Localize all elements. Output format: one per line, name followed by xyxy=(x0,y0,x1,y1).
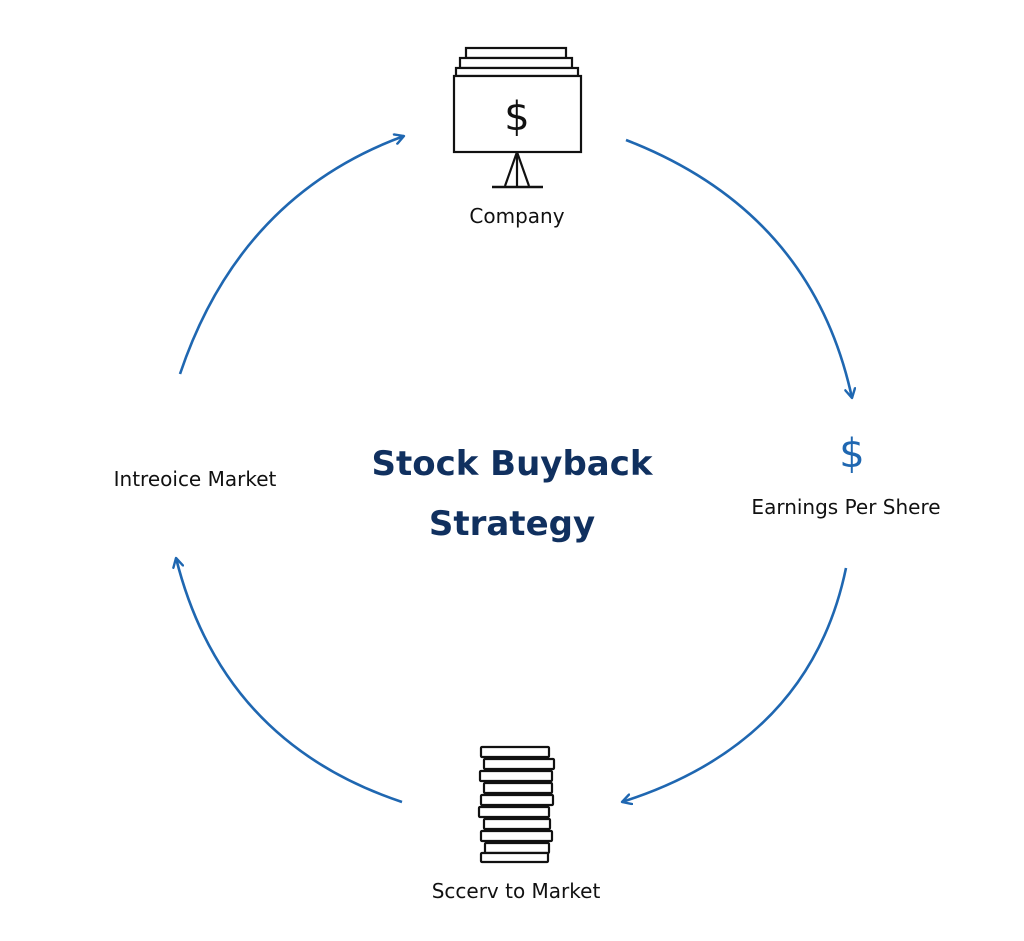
svg-text:$: $ xyxy=(504,94,529,140)
dollar-icon: $ xyxy=(839,431,865,477)
title-line-2: Strategy xyxy=(428,504,596,544)
eps-label: Earnings Per Shere xyxy=(751,495,941,519)
arrow-company-to-eps xyxy=(625,138,852,398)
company-label: Company xyxy=(469,204,565,228)
intro-market-label: Intreoice Market xyxy=(113,467,277,491)
diagram-title: Stock Buyback Strategy xyxy=(371,434,652,554)
arrow-intro-to-company xyxy=(178,136,404,375)
title-line-1: Stock Buyback xyxy=(371,444,653,484)
market-label: Sccerv to Market xyxy=(431,879,601,903)
stack-icon xyxy=(477,745,556,864)
monitor-dollar-icon: $ xyxy=(452,46,583,189)
arrow-eps-to-market xyxy=(622,567,848,802)
arrow-market-to-intro xyxy=(176,558,403,804)
